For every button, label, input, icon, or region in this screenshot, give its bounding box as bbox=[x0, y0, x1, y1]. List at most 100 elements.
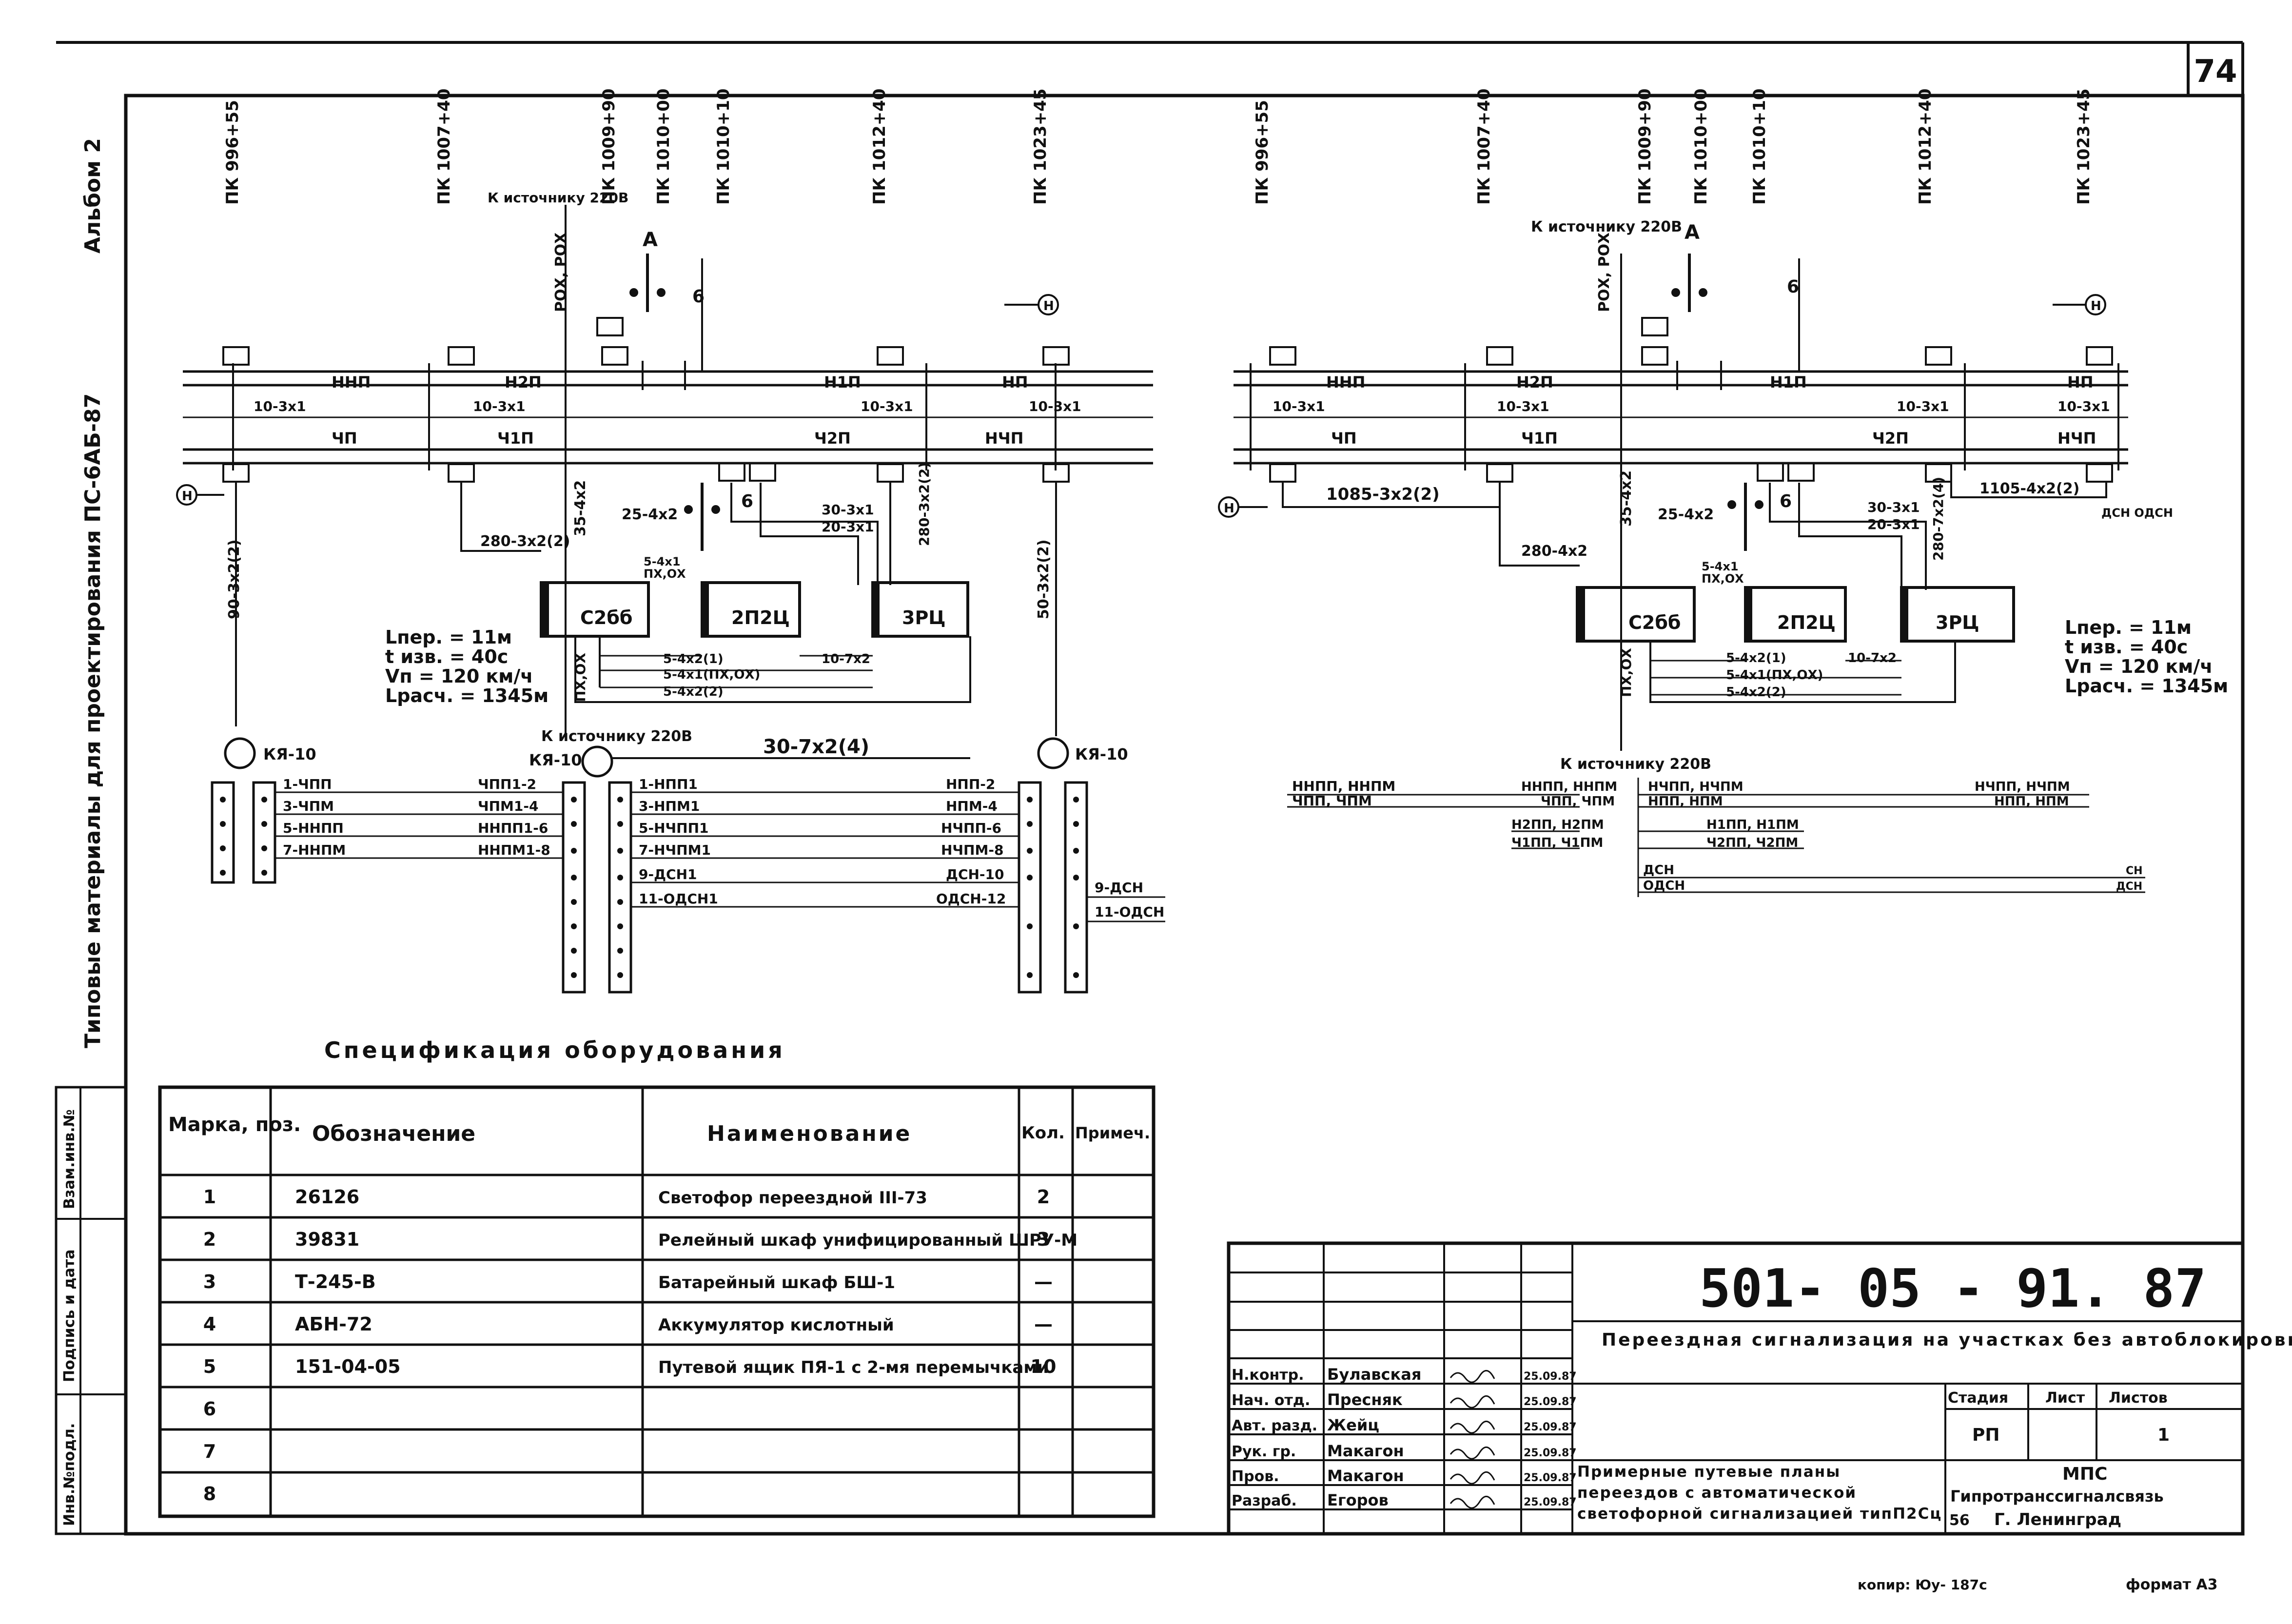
bus-label: ЧПП, ЧПМ bbox=[1292, 793, 1372, 809]
cable-label: 50-3х2(2) bbox=[1035, 539, 1052, 619]
direction-label: Н bbox=[182, 489, 193, 504]
terminal-label: 9-ДСН1 bbox=[639, 866, 697, 882]
terminal-label: ЧПП1-2 bbox=[478, 776, 536, 792]
cable-label: 10-3х1 bbox=[2057, 398, 2110, 414]
spec-qty: 2 bbox=[1037, 1186, 1050, 1208]
source-label: К источнику 220В bbox=[1531, 218, 1682, 235]
cable-label: 10-7х2 bbox=[1848, 651, 1897, 665]
cable-label: ПХ,ОХ bbox=[572, 653, 588, 702]
spec-code: 151-04-05 bbox=[295, 1356, 401, 1377]
spec-table: Спецификация оборудования Марка, поз. Об… bbox=[158, 1037, 1156, 1518]
distance-label: 6 bbox=[741, 491, 753, 511]
format-note: формат А3 bbox=[2126, 1576, 2218, 1593]
track-label: ННП bbox=[1326, 373, 1365, 391]
spec-title: Спецификация оборудования bbox=[324, 1037, 785, 1063]
source-label: К источнику 220В bbox=[488, 190, 628, 206]
direction-label: Н bbox=[1043, 299, 1054, 313]
staff-role: Авт. разд. bbox=[1232, 1417, 1317, 1434]
cable-label: 5-4х1(ПХ,ОХ) bbox=[663, 667, 760, 682]
staff-role: Нач. отд. bbox=[1232, 1392, 1310, 1409]
bus-label: ОДСН bbox=[1643, 879, 1685, 893]
stage-value: РП bbox=[1972, 1425, 2000, 1445]
cable-label: 280-3х2(2) bbox=[480, 533, 570, 550]
direction-label: Н bbox=[2091, 299, 2101, 313]
track-label: Н1П bbox=[824, 373, 861, 391]
staff-date: 25.09.87 bbox=[1524, 1396, 1577, 1408]
bus-label: НПП, НПМ bbox=[1994, 794, 2069, 809]
cable-label: 30-3х1 bbox=[1867, 499, 1920, 515]
signal-label: А bbox=[1685, 221, 1700, 244]
terminal-label: 7-ННПМ bbox=[283, 842, 346, 858]
cable-label: 5-4х2(2) bbox=[663, 685, 724, 699]
bus-label: СН bbox=[2126, 865, 2143, 877]
doc-code: 501- 05 - 91. 87 bbox=[1699, 1258, 2206, 1319]
staff-date: 25.09.87 bbox=[1524, 1447, 1577, 1459]
stage-header: Листов bbox=[2109, 1389, 2168, 1407]
staff-date: 25.09.87 bbox=[1524, 1421, 1577, 1433]
side-stamp-cell: Взам.инв.№ bbox=[61, 1109, 78, 1209]
sheet-number: 74 bbox=[2194, 54, 2237, 90]
org-city: Г. Ленинград bbox=[1994, 1510, 2121, 1529]
spec-qty: 3 bbox=[1037, 1229, 1050, 1250]
signature-mark bbox=[1450, 1421, 1495, 1434]
terminal-label: НПМ-4 bbox=[946, 798, 998, 814]
terminal-label: 11-ОДСН bbox=[1095, 904, 1164, 920]
cable-label: 35-4х2 bbox=[1618, 470, 1635, 527]
terminal-label: ННПМ1-8 bbox=[478, 842, 550, 858]
track-label: Ч1П bbox=[497, 429, 534, 448]
cable-label: ПХ,ОХ bbox=[644, 567, 686, 581]
bus-label: ДСН bbox=[1643, 863, 1674, 878]
ky-label: КЯ-10 bbox=[263, 745, 316, 763]
spec-code: 39831 bbox=[295, 1229, 359, 1250]
spec-qty: — bbox=[1034, 1271, 1053, 1292]
terminal-label: НЧПП-6 bbox=[941, 820, 1001, 836]
bus-label: ЧПП, ЧПМ bbox=[1541, 794, 1615, 809]
bus-label: НЧПП, НЧПМ bbox=[1648, 780, 1743, 794]
cable-label: 10-3х1 bbox=[1897, 398, 1949, 414]
terminal-label: НЧПМ-8 bbox=[941, 842, 1003, 858]
staff-name: Егоров bbox=[1327, 1491, 1389, 1509]
cable-label: 10-3х1 bbox=[1497, 398, 1549, 414]
terminal-label: 1-НПП1 bbox=[639, 776, 698, 792]
cable-label: 5-4х2(2) bbox=[1726, 685, 1786, 700]
terminal-label: НПП-2 bbox=[946, 776, 995, 792]
terminal-label: 3-ЧПМ bbox=[283, 798, 334, 814]
spec-code: Т-245-В bbox=[295, 1271, 376, 1292]
stage-header: Лист bbox=[2045, 1389, 2085, 1407]
signature-mark bbox=[1450, 1496, 1495, 1509]
picket-label: ПК 1023+45 bbox=[2074, 88, 2094, 205]
signature-mark bbox=[1450, 1395, 1495, 1409]
staff-role: Разраб. bbox=[1232, 1492, 1297, 1509]
cable-label: 280-7х2(4) bbox=[1930, 477, 1946, 561]
cable-label: 10-3х1 bbox=[254, 398, 306, 414]
sheet-title-box: Примерные путевые планы переездов с авто… bbox=[1577, 1463, 1941, 1523]
track-label: НЧП bbox=[2057, 429, 2096, 448]
sheet-frame bbox=[56, 41, 2245, 1536]
cable-label: 35-4х2 bbox=[572, 480, 589, 536]
param-label: Lрасч. = 1345м bbox=[385, 685, 549, 706]
cable-label: ДСН ОДСН bbox=[2101, 506, 2173, 520]
spec-name: Релейный шкаф унифицированный ШРУ-М bbox=[658, 1231, 1077, 1250]
param-label: Vп = 120 км/ч bbox=[385, 665, 533, 687]
track-label: Н1П bbox=[1770, 373, 1807, 391]
track-label: НП bbox=[2067, 373, 2094, 391]
spec-pos: 2 bbox=[203, 1229, 216, 1250]
signal-label: А bbox=[643, 229, 658, 251]
ky-label: КЯ-10 bbox=[1075, 745, 1128, 763]
bus-label: ННПП, ННПМ bbox=[1521, 780, 1617, 794]
picket-label: ПК 1012+40 bbox=[1916, 88, 1935, 205]
signature-mark bbox=[1450, 1471, 1495, 1485]
picket-label: ПК 1007+40 bbox=[434, 88, 454, 205]
org-top: МПС bbox=[2062, 1464, 2107, 1484]
picket-label: ПК 1023+45 bbox=[1031, 88, 1050, 205]
cable-label: ПХ,ОХ bbox=[1702, 572, 1744, 586]
spec-name: Аккумулятор кислотный bbox=[658, 1315, 894, 1335]
stage-value: 1 bbox=[2157, 1425, 2170, 1445]
track-label: Н2П bbox=[1516, 373, 1553, 391]
terminal-label: ЧПМ1-4 bbox=[478, 798, 539, 814]
side-stamp-cell: Инв.№подл. bbox=[61, 1423, 78, 1526]
cable-label: 90-3х2(2) bbox=[226, 539, 243, 619]
bus-label: Ч1ПП, Ч1ПМ bbox=[1511, 836, 1603, 850]
direction-label: Н bbox=[1224, 501, 1234, 516]
